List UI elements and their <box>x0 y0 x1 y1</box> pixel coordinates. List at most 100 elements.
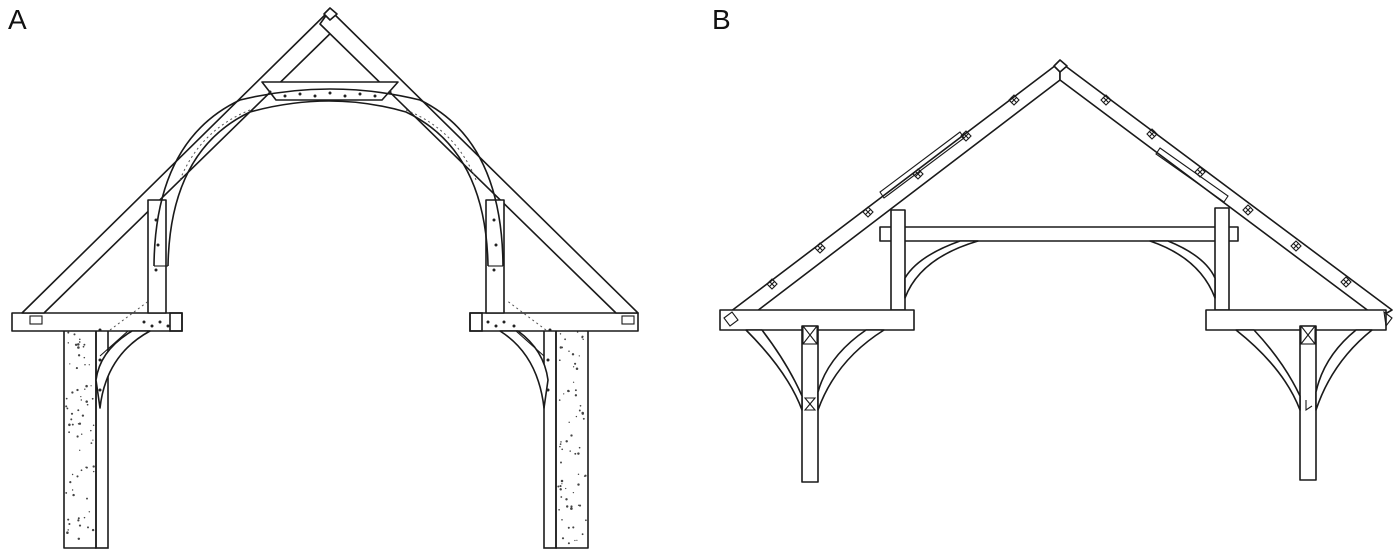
peg-hole <box>494 324 498 328</box>
texture-speck <box>574 452 577 455</box>
texture-speck <box>565 440 568 443</box>
texture-speck <box>578 446 581 449</box>
texture-speck <box>572 491 575 494</box>
peg-marker <box>814 242 826 254</box>
truss-a-hidden-lines <box>109 109 547 331</box>
peg-hole <box>492 218 496 222</box>
texture-speck <box>65 405 68 408</box>
peg-hole <box>158 320 162 324</box>
peg-marker <box>1008 94 1020 106</box>
texture-speck <box>569 450 571 452</box>
peg-hole <box>154 268 158 272</box>
texture-speck <box>76 388 79 392</box>
texture-speck <box>75 367 78 370</box>
peg-hole <box>142 320 146 324</box>
truss-a-left-post <box>63 325 109 549</box>
texture-speck <box>79 449 81 451</box>
texture-speck <box>563 393 565 395</box>
texture-speck <box>560 496 563 498</box>
texture-speck <box>70 418 73 421</box>
panel-label-a: A <box>8 4 27 35</box>
truss-a-ridge-block <box>323 7 338 21</box>
texture-speck <box>83 516 86 519</box>
texture-speck <box>572 381 575 383</box>
texture-speck <box>558 359 561 362</box>
peg-hole <box>512 324 516 328</box>
truss-a-right-knee-brace <box>499 330 549 409</box>
texture-speck <box>82 345 85 348</box>
texture-speck <box>568 421 570 424</box>
texture-speck <box>91 528 95 532</box>
texture-speck <box>68 522 71 526</box>
truss-b-left-post <box>801 325 819 483</box>
texture-speck <box>561 483 563 485</box>
peg-marker <box>1194 166 1206 178</box>
truss-b-left-queen-strut <box>890 209 906 311</box>
texture-speck <box>90 385 92 387</box>
peg-hole <box>343 94 347 98</box>
texture-speck <box>78 524 82 527</box>
texture-speck <box>66 407 69 410</box>
texture-speck <box>577 473 580 476</box>
peg-hole <box>298 92 302 96</box>
texture-speck <box>565 487 567 490</box>
texture-speck <box>65 491 68 494</box>
texture-speck <box>77 346 80 349</box>
peg-marker <box>1242 204 1254 216</box>
truss-a-right-rafter <box>319 9 639 314</box>
texture-speck <box>69 363 71 365</box>
texture-speck <box>566 505 569 508</box>
peg-marker <box>1100 94 1112 106</box>
truss-a-right-tie-beam <box>469 312 639 332</box>
peg-marker <box>1290 240 1302 252</box>
truss-a-left-knee-brace <box>95 330 151 409</box>
texture-speck <box>67 518 70 521</box>
texture-speck <box>85 466 87 469</box>
texture-speck <box>71 473 74 476</box>
texture-speck <box>559 443 562 445</box>
texture-speck <box>83 356 86 359</box>
peg-hole <box>486 320 490 324</box>
texture-speck <box>581 335 584 338</box>
texture-speck <box>85 384 88 388</box>
texture-speck <box>561 448 564 451</box>
texture-speck <box>78 341 81 343</box>
texture-speck <box>574 394 578 397</box>
texture-speck <box>581 411 584 415</box>
texture-speck <box>85 400 88 403</box>
texture-speck <box>88 364 90 366</box>
texture-speck <box>84 364 86 366</box>
texture-speck <box>571 353 575 356</box>
peg-hole <box>166 324 170 328</box>
texture-speck <box>68 431 70 434</box>
peg-hole <box>154 218 158 222</box>
peg-marker <box>960 130 972 142</box>
peg-hole <box>546 358 550 362</box>
texture-speck <box>67 529 69 531</box>
texture-speck <box>90 429 92 432</box>
truss-b-left-braces <box>745 329 885 411</box>
texture-speck <box>584 474 587 477</box>
texture-speck <box>579 404 582 407</box>
truss-b-foot-joints <box>723 310 1393 328</box>
texture-speck <box>77 519 80 522</box>
texture-speck <box>578 409 581 412</box>
truss-a-collar <box>261 81 399 101</box>
texture-speck <box>559 445 561 448</box>
peg-hole <box>98 328 102 332</box>
texture-speck <box>582 417 585 420</box>
texture-speck <box>576 539 578 541</box>
peg-marker <box>912 168 924 180</box>
texture-speck <box>572 526 575 529</box>
texture-speck <box>561 519 563 521</box>
texture-speck <box>77 423 80 425</box>
texture-speck <box>577 452 580 455</box>
texture-speck <box>71 423 74 426</box>
texture-speck <box>561 537 565 540</box>
truss-b-right-queen-strut <box>1214 207 1230 311</box>
peg-hole <box>358 92 362 96</box>
peg-marker <box>1340 276 1352 288</box>
texture-speck <box>568 350 570 352</box>
texture-speck <box>558 399 561 401</box>
